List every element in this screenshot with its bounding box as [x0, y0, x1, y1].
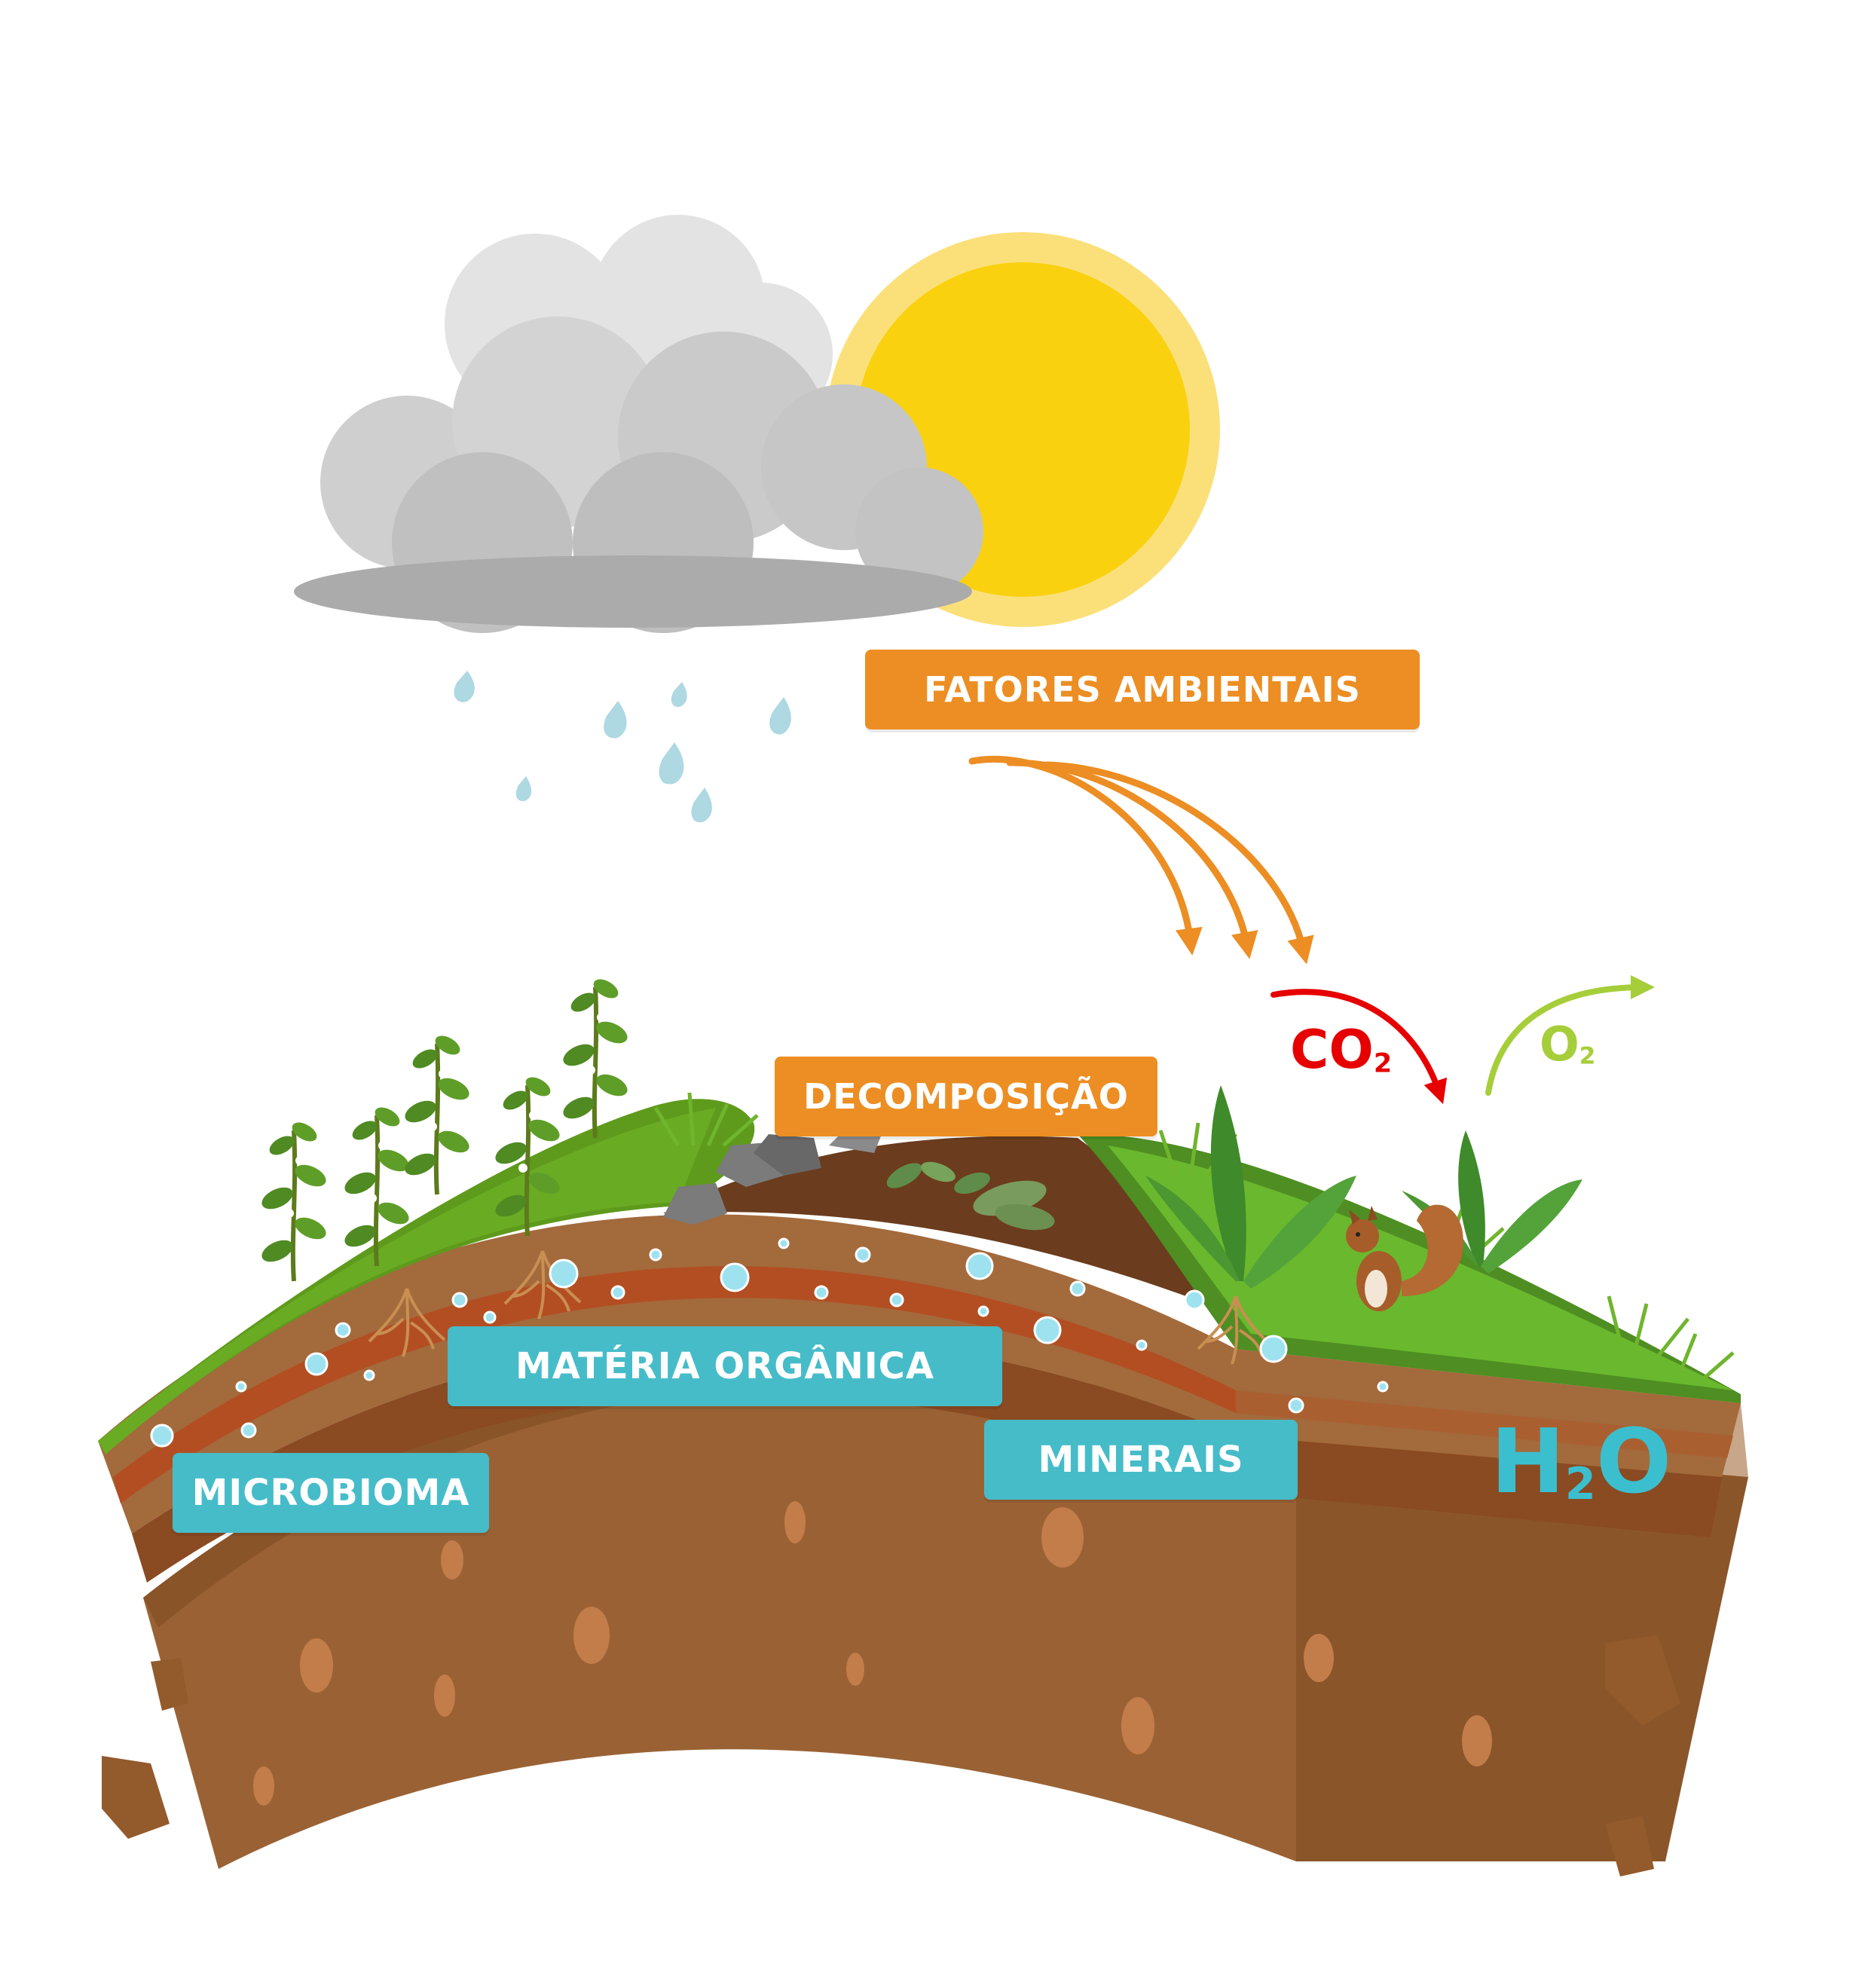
rock-icon: [663, 1130, 882, 1225]
co2-label: CO2: [1290, 1019, 1393, 1081]
h2o-label: H2O: [1491, 1409, 1672, 1513]
decomposicao-label: DECOMPOSIÇÃO: [775, 1057, 1157, 1136]
raindrop-icon: [454, 671, 791, 823]
leaf-icon: [886, 1161, 1055, 1231]
o2-arrow-icon: [1485, 975, 1655, 1096]
minerais-label: MINERAIS: [984, 1420, 1298, 1500]
rock-icon: [102, 1635, 1680, 1876]
cloud-icon: [294, 215, 983, 633]
o2-label: O2: [1540, 1017, 1596, 1072]
fatores-ambientais-label: FATORES AMBIENTAIS: [865, 650, 1420, 729]
water-bubble-icon: [150, 1237, 1389, 1448]
squirrel-icon: [1346, 1204, 1463, 1311]
co2-arrow-icon: [1271, 989, 1448, 1105]
environmental-factor-arrows: [968, 755, 1314, 965]
microbioma-label: MICROBIOMA: [173, 1453, 489, 1533]
materia-organica-label: MATÉRIA ORGÂNICA: [448, 1326, 1002, 1406]
